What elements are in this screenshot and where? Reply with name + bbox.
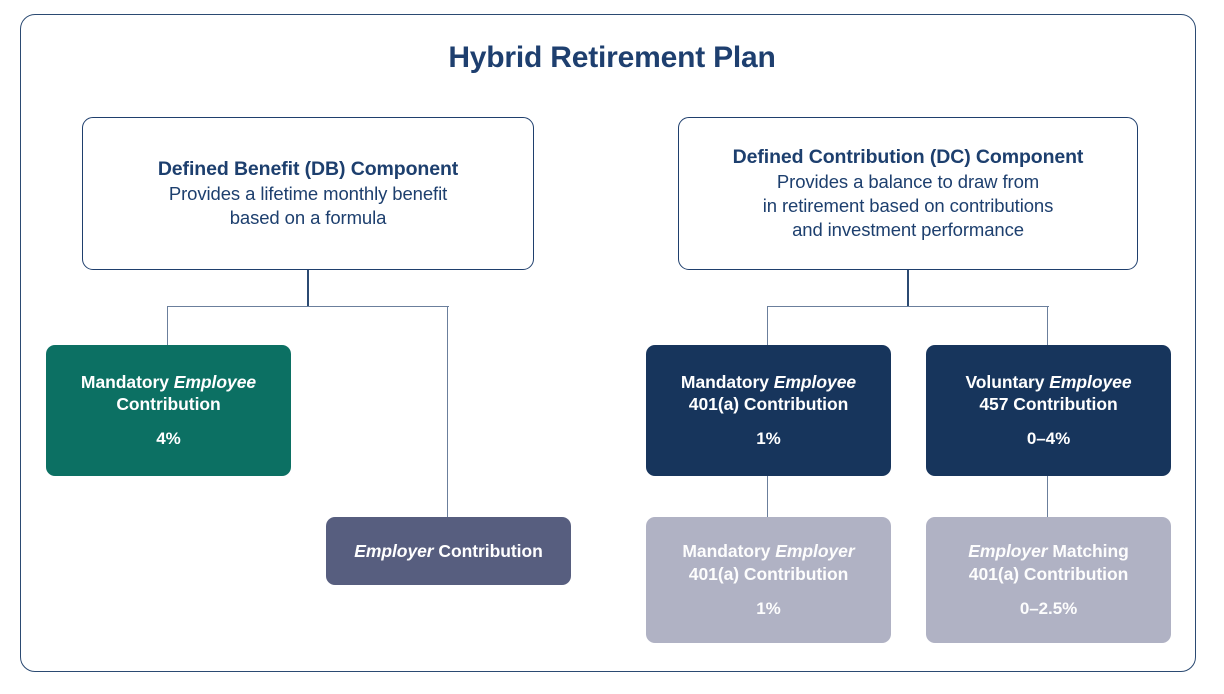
db-component-heading: Defined Benefit (DB) Component <box>157 157 459 180</box>
dc-employer-matching-401a-line2: 401(a) Contribution <box>968 563 1129 584</box>
dc-trunk-connector <box>907 270 909 307</box>
db-mandatory-employee-percent: 4% <box>156 429 181 449</box>
db-trunk-connector <box>307 270 309 307</box>
db-component-subtitle-line2: based on a formula <box>229 207 387 229</box>
dc-branch-right-connector <box>1047 306 1049 346</box>
dc-mandatory-employer-401a-line2: 401(a) Contribution <box>688 563 849 584</box>
dc-mandatory-employee-401a-line1: Mandatory Employee <box>681 371 856 394</box>
dc-voluntary-employee-457-line1: Voluntary Employee <box>965 371 1131 394</box>
dc-employer-matching-401a-line1-emphasis: Employer <box>968 541 1048 562</box>
dc-mandatory-employer-401a-box: Mandatory Employer 401(a) Contribution 1… <box>646 517 891 643</box>
dc-mandatory-employee-401a-line1-emphasis: Employee <box>773 371 857 392</box>
dc-component-subtitle-line3: and investment performance <box>792 219 1024 241</box>
dc-voluntary-employee-457-box: Voluntary Employee 457 Contribution 0–4% <box>926 345 1171 476</box>
dc-mandatory-employer-401a-percent: 1% <box>756 598 781 618</box>
dc-employer-matching-401a-percent: 0–2.5% <box>1019 598 1078 618</box>
dc-component-subtitle-line2: in retirement based on contributions <box>762 195 1054 217</box>
db-employer-line1-emphasis: Employer <box>354 540 434 561</box>
db-component-box: Defined Benefit (DB) Component Provides … <box>82 117 534 270</box>
dc-mandatory-employee-401a-line2: 401(a) Contribution <box>688 394 849 415</box>
dc-mandatory-employee-401a-line1-pre: Mandatory <box>680 371 774 392</box>
dc-employer-matching-401a-line1-post: Matching <box>1047 541 1129 562</box>
db-branch-bar <box>167 306 449 308</box>
db-mandatory-employee-contribution-box: Mandatory Employee Contribution 4% <box>46 345 291 476</box>
dc-mandatory-employer-401a-line1-emphasis: Employer <box>775 541 855 562</box>
dc-employer-match-connector <box>1047 476 1049 517</box>
dc-voluntary-employee-457-percent: 0–4% <box>1026 429 1071 449</box>
dc-voluntary-employee-457-line1-emphasis: Employee <box>1049 371 1132 392</box>
dc-branch-left-connector <box>767 306 769 346</box>
db-component-subtitle-line1: Provides a lifetime monthly benefit <box>168 183 448 205</box>
db-branch-left-connector <box>167 306 169 346</box>
dc-voluntary-employee-457-line1-pre: Voluntary <box>965 371 1050 392</box>
db-mandatory-employee-line1-pre: Mandatory <box>80 371 174 392</box>
dc-component-box: Defined Contribution (DC) Component Prov… <box>678 117 1138 270</box>
dc-mandatory-employee-401a-box: Mandatory Employee 401(a) Contribution 1… <box>646 345 891 476</box>
dc-employer-401a-connector <box>767 476 769 517</box>
dc-mandatory-employee-401a-percent: 1% <box>756 429 781 449</box>
dc-employer-matching-401a-line1: Employer Matching <box>968 540 1129 563</box>
db-mandatory-employee-line2: Contribution <box>116 394 221 415</box>
dc-component-heading: Defined Contribution (DC) Component <box>732 145 1084 168</box>
db-mandatory-employee-line1-emphasis: Employee <box>173 371 257 392</box>
db-employer-line1: Employer Contribution <box>354 540 543 563</box>
db-employer-line1-post: Contribution <box>433 540 543 561</box>
db-mandatory-employee-line1: Mandatory Employee <box>81 371 256 394</box>
dc-mandatory-employer-401a-line1-pre: Mandatory <box>682 541 776 562</box>
dc-employer-matching-401a-box: Employer Matching 401(a) Contribution 0–… <box>926 517 1171 643</box>
db-branch-right-connector <box>447 306 449 517</box>
db-employer-contribution-box: Employer Contribution <box>326 517 571 585</box>
dc-voluntary-employee-457-line2: 457 Contribution <box>979 394 1118 415</box>
dc-mandatory-employer-401a-line1: Mandatory Employer <box>682 540 854 563</box>
dc-component-subtitle-line1: Provides a balance to draw from <box>776 171 1040 193</box>
dc-branch-bar <box>767 306 1049 308</box>
page-title: Hybrid Retirement Plan <box>448 41 776 74</box>
